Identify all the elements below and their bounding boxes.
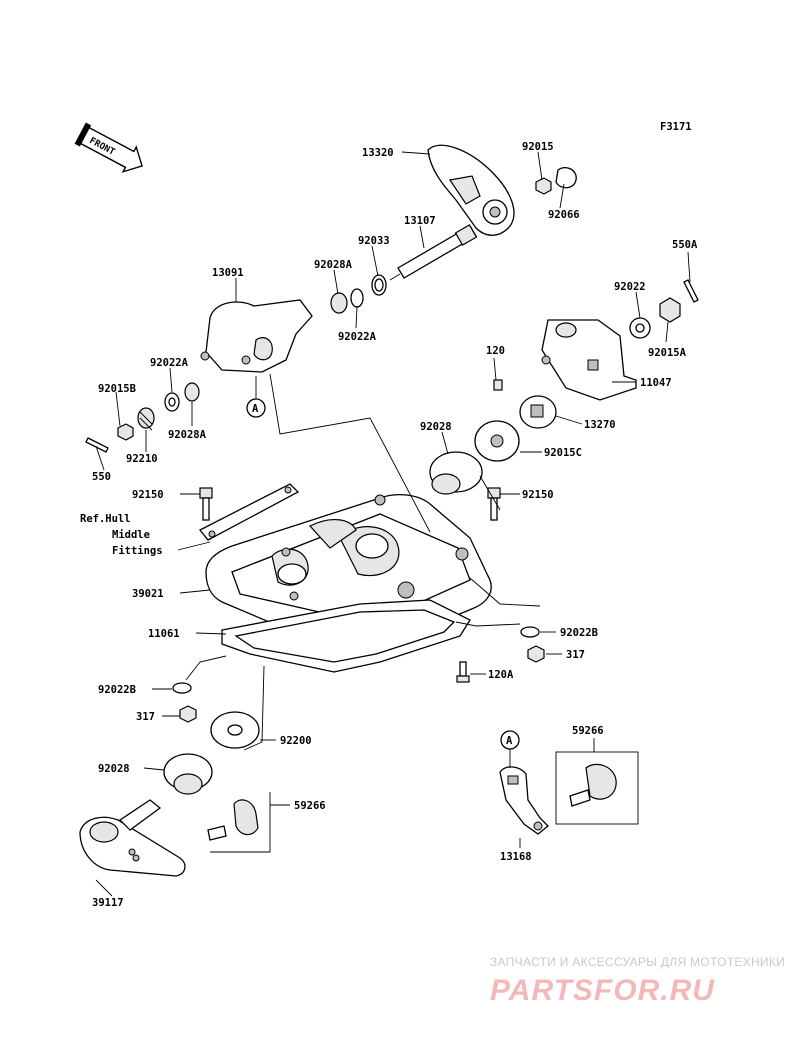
washer-92022-right (629, 317, 651, 339)
figure-code: F3171 (660, 121, 692, 133)
pulley-92015C (474, 420, 520, 462)
ref-note-line2: Middle (112, 529, 150, 541)
part-label-92022a-left: 92022A (150, 357, 189, 369)
part-label-11047: 11047 (640, 377, 672, 389)
part-label-59266-right: 59266 (572, 725, 604, 737)
part-label-92033: 92033 (358, 235, 390, 247)
nut-92015 (535, 177, 552, 195)
part-label-92022b-left: 92022B (98, 684, 136, 696)
part-label-550a: 550A (672, 239, 698, 251)
collar-92028A-left (184, 382, 200, 402)
part-label-92210: 92210 (126, 453, 158, 465)
part-label-92022b-right: 92022B (560, 627, 598, 639)
pin-550A (683, 279, 699, 303)
nut-317-right (527, 645, 545, 663)
part-label-92150-right: 92150 (522, 489, 554, 501)
plate-11047 (541, 319, 637, 401)
part-label-550: 550 (92, 471, 111, 483)
bolt-92150-left (199, 487, 213, 521)
gear-13270 (519, 395, 557, 429)
watermark-tagline: ЗАПЧАСТИ И АКСЕССУАРЫ ДЛЯ МОТОТЕХНИКИ (490, 955, 785, 969)
washer-92022B-right (520, 626, 540, 638)
washer-92022B-left (172, 682, 192, 694)
part-label-11061: 11061 (148, 628, 180, 640)
part-label-92015: 92015 (522, 141, 554, 153)
part-label-92015b: 92015B (98, 383, 136, 395)
callout-a-bottom: A (500, 730, 520, 768)
part-label-92028-bottom: 92028 (98, 763, 130, 775)
front-arrow-icon: FRONT (74, 122, 143, 173)
part-label-39117: 39117 (92, 897, 124, 909)
shaft-13107 (389, 224, 478, 281)
bushing-92028-bottom (163, 753, 213, 795)
bushing-92028-mid (429, 451, 483, 495)
part-label-13270: 13270 (584, 419, 616, 431)
callout-a-bottom-label: A (506, 735, 513, 747)
part-label-120: 120 (486, 345, 505, 357)
callout-a-top-label: A (252, 403, 259, 415)
ref-note-line3: Fittings (112, 545, 163, 557)
part-label-39021: 39021 (132, 588, 164, 600)
part-label-13091: 13091 (212, 267, 244, 279)
part-label-92028-mid: 92028 (420, 421, 452, 433)
ring-92033 (371, 274, 387, 296)
washer-92200 (210, 711, 260, 749)
part-label-13107: 13107 (404, 215, 436, 227)
nut-92015B (117, 423, 134, 441)
collar-92028A-top (330, 292, 348, 314)
part-label-92022-right: 92022 (614, 281, 646, 293)
part-label-92028a-top: 92028A (314, 259, 353, 271)
lever-13320 (427, 144, 515, 236)
nut-92015A (659, 297, 681, 323)
bolt-92150-right (487, 487, 501, 521)
nut-317-left (179, 705, 197, 723)
pin-550 (85, 437, 109, 453)
part-label-120a: 120A (488, 669, 514, 681)
damper-59266-left (207, 799, 259, 841)
arm-39117 (79, 799, 186, 877)
damper-59266-right (555, 751, 639, 825)
bolt-120A (456, 661, 470, 683)
watermark-logo: PARTSFOR.RU (490, 974, 715, 1007)
part-labels: 13320 92015 92066 13107 92033 92028A 920… (92, 141, 698, 909)
part-label-92150-left: 92150 (132, 489, 164, 501)
housing-13091 (200, 299, 313, 373)
bracket-13168 (499, 766, 549, 835)
spring-92210 (137, 407, 155, 431)
part-label-92200: 92200 (280, 735, 312, 747)
gasket-11061 (221, 599, 471, 673)
washer-92022A-top (350, 288, 364, 308)
hull-fitting-rail (198, 483, 300, 541)
part-label-317-left: 317 (136, 711, 155, 723)
part-label-92028a-left: 92028A (168, 429, 207, 441)
part-label-92015c: 92015C (544, 447, 582, 459)
part-label-13168: 13168 (500, 851, 532, 863)
part-label-317-right: 317 (566, 649, 585, 661)
bolt-120-top (493, 379, 503, 391)
part-label-92015a: 92015A (648, 347, 687, 359)
part-label-13320: 13320 (362, 147, 394, 159)
washer-92022A-left (164, 392, 180, 412)
leader-lines (95, 151, 691, 897)
part-label-59266-left: 59266 (294, 800, 326, 812)
callout-a-top: A (246, 376, 266, 418)
part-label-92066: 92066 (548, 209, 580, 221)
ref-hull-note: Ref.Hull Middle Fittings (80, 513, 163, 557)
watermark: ЗАПЧАСТИ И АКСЕССУАРЫ ДЛЯ МОТОТЕХНИКИ PA… (490, 955, 785, 1007)
ref-note-line1: Ref.Hull (80, 513, 131, 525)
part-label-92022a-top: 92022A (338, 331, 377, 343)
clip-92066 (555, 166, 577, 189)
